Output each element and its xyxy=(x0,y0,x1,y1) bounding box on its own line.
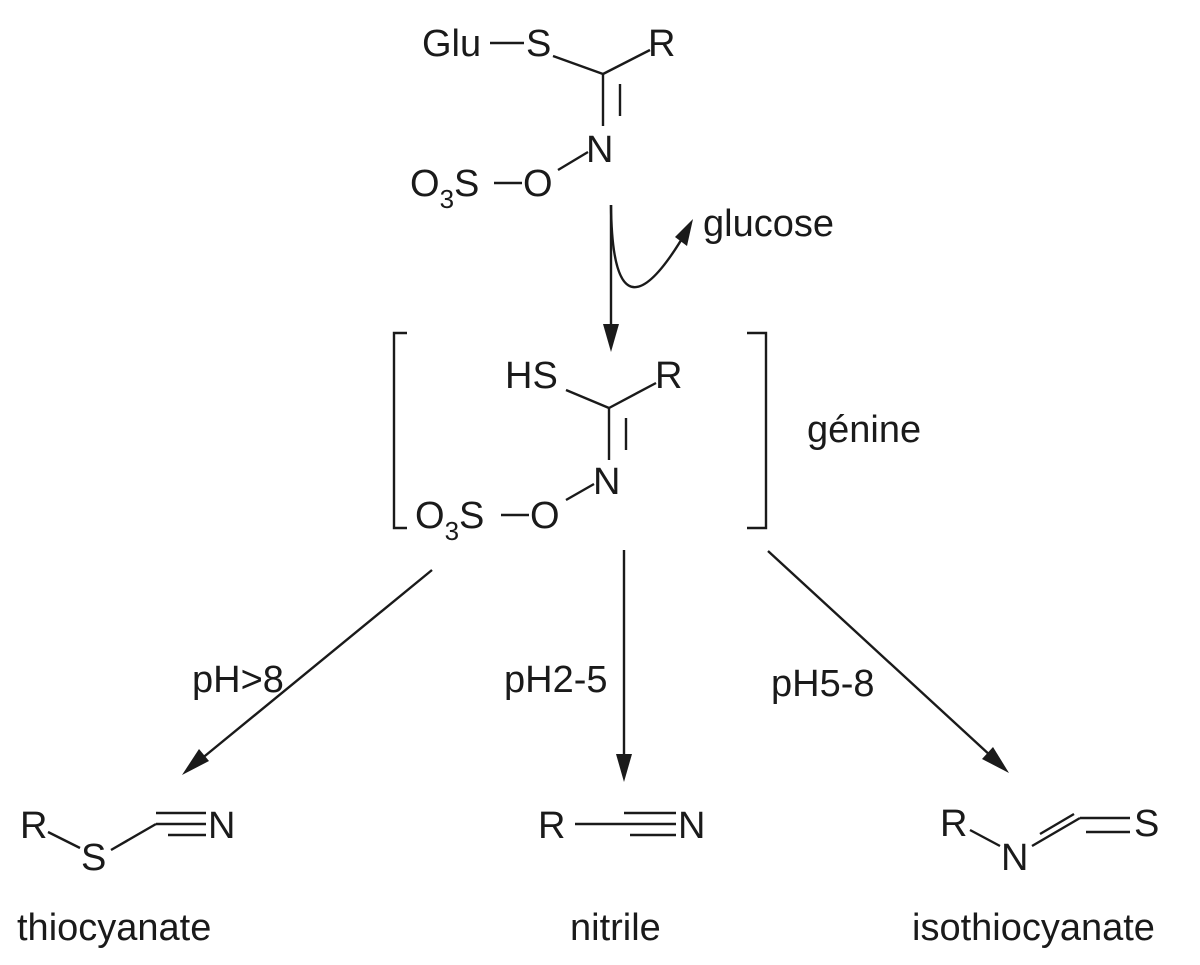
glucose-label: glucose xyxy=(703,203,834,245)
bond-s-c-tc xyxy=(110,822,157,852)
atom-glu: Glu xyxy=(422,23,481,65)
hydrolysis-arrowhead xyxy=(603,324,619,352)
bond-c-r xyxy=(602,48,651,76)
product-name-thiocyanate: thiocyanate xyxy=(17,907,211,949)
glucose-release-arrow xyxy=(609,204,688,289)
arrow-to-isothiocyanate xyxy=(767,550,993,758)
condition-ph-5-8: pH5-8 xyxy=(771,663,875,705)
sulfate-group: O3S xyxy=(410,163,479,214)
atom-n: N xyxy=(586,129,613,171)
arrow-to-thiocyanate xyxy=(199,569,433,761)
atom-n-ni: N xyxy=(678,805,705,847)
bond-hs-c xyxy=(565,388,610,410)
nitrile-structure: R N xyxy=(538,805,705,847)
atom-r-itc: R xyxy=(940,803,967,845)
atom-r-g: R xyxy=(655,355,682,397)
product-name-nitrile: nitrile xyxy=(570,907,661,949)
atom-n-g: N xyxy=(593,461,620,503)
atom-r: R xyxy=(648,23,675,65)
atom-o: O xyxy=(523,163,553,205)
arrowhead-thiocyanate xyxy=(182,749,209,775)
arrowhead-isothiocyanate xyxy=(982,747,1009,773)
bond-n-o xyxy=(557,150,589,172)
arrowhead-nitrile xyxy=(616,754,632,782)
condition-ph-2-5: pH2-5 xyxy=(504,659,608,701)
atom-hs: HS xyxy=(505,355,558,397)
glucose-arrowhead xyxy=(675,219,693,246)
sulfate-group-g: O3S xyxy=(415,495,484,546)
bond-n-c-itc-b xyxy=(1039,812,1075,836)
atom-n-tc: N xyxy=(208,805,235,847)
atom-s: S xyxy=(526,23,551,65)
bracket-left xyxy=(392,331,407,530)
bond-n-c-itc-a xyxy=(1031,816,1081,848)
bond-r-n-itc xyxy=(969,828,1001,848)
thiocyanate-structure: R S N xyxy=(20,805,235,879)
condition-ph-gt-8: pH>8 xyxy=(192,659,284,701)
atom-n-itc: N xyxy=(1001,837,1028,879)
bond-r-s-tc xyxy=(47,830,81,850)
isothiocyanate-structure: R N S xyxy=(940,803,1159,879)
atom-r-ni: R xyxy=(538,805,565,847)
bracket-right xyxy=(747,331,768,530)
product-name-isothiocyanate: isothiocyanate xyxy=(912,907,1155,949)
genine-label: génine xyxy=(807,409,921,451)
atom-o-g: O xyxy=(530,495,560,537)
glucosinolate-structure: Glu S R N O O3S xyxy=(410,23,675,214)
genine-structure: HS R N O O3S génine xyxy=(392,331,921,546)
atom-r-tc: R xyxy=(20,805,47,847)
bond-c-r-g xyxy=(608,381,657,410)
bond-n-o-g xyxy=(565,482,595,502)
atom-s-tc: S xyxy=(81,837,106,879)
bond-s-c xyxy=(552,54,604,76)
atom-s-itc: S xyxy=(1134,803,1159,845)
